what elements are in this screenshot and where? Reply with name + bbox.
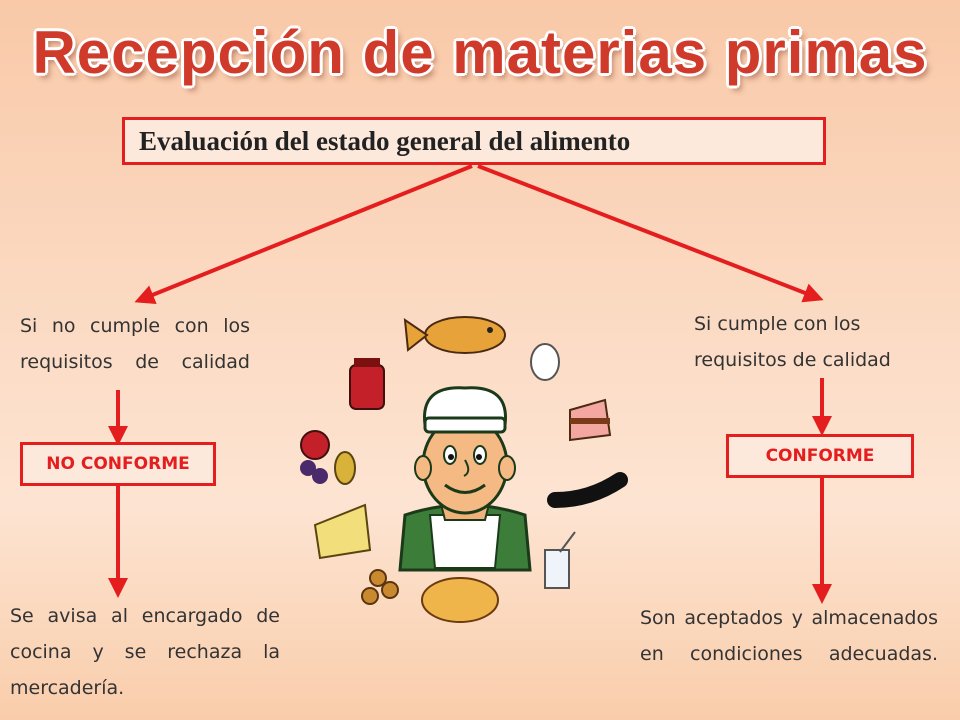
no-conforme-box: NO CONFORME <box>20 442 216 486</box>
cake-icon <box>569 398 612 442</box>
arrow-to-conforme-branch <box>477 164 824 303</box>
right-action-text: Son aceptados y almacenados en condicion… <box>640 607 938 665</box>
no-conforme-label: NO CONFORME <box>46 454 190 474</box>
milk-glass-icon <box>544 531 576 589</box>
chicken-icon <box>421 577 499 623</box>
egg-icon <box>530 343 560 381</box>
right-condition-text: Si cumple con los requisitos de calidad <box>694 313 891 371</box>
left-action-text: Se avisa al encargado de cocina y se rec… <box>10 605 280 699</box>
left-condition-text: Si no cumple con los requisitos de calid… <box>20 315 250 373</box>
food-illustration <box>300 316 628 623</box>
chef-icon <box>398 386 532 572</box>
arrow-to-no-conforme-branch <box>134 164 473 305</box>
cheese-icon <box>313 503 372 560</box>
conforme-label: CONFORME <box>765 446 875 466</box>
evaluation-label: Evaluación del estado general del alimen… <box>139 125 631 156</box>
page-title: Recepción de materias primas <box>32 19 928 86</box>
sausage-icon <box>547 472 628 508</box>
nuts-icon <box>361 569 399 605</box>
fruit-icon <box>300 430 356 485</box>
conforme-box: CONFORME <box>726 434 914 478</box>
evaluation-box: Evaluación del estado general del alimen… <box>122 117 826 165</box>
jar-icon <box>349 358 385 410</box>
fish-icon <box>403 316 506 354</box>
